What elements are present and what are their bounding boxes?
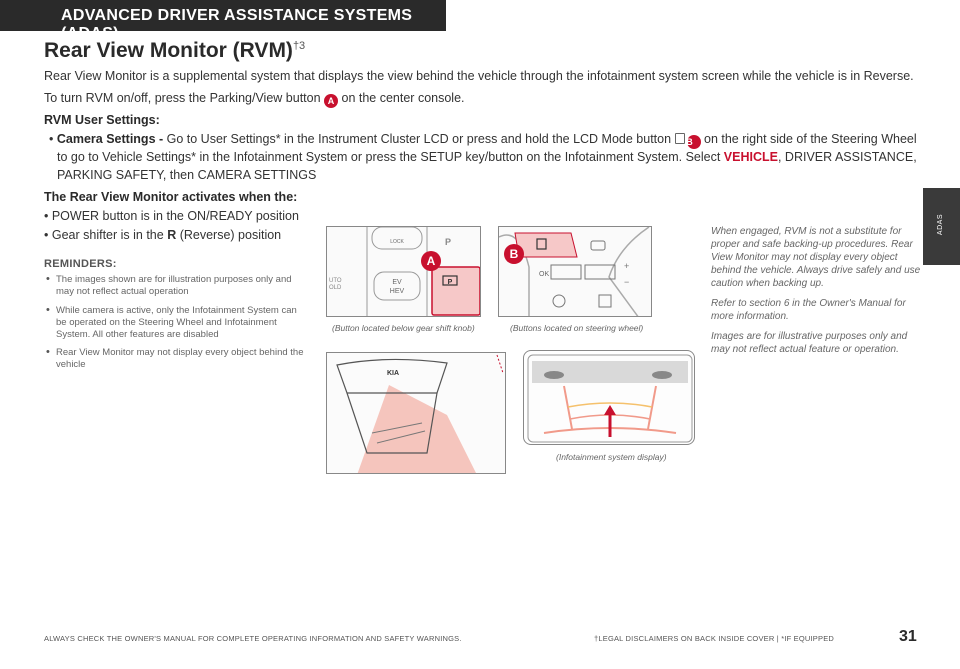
caption-gear-knob: (Button located below gear shift knob) [332,323,475,333]
reminder-item: • Rear View Monitor may not display every… [44,346,304,371]
toggle-text-before: To turn RVM on/off, press the Parking/Vi… [44,91,325,105]
reminder-text: While camera is active, only the Infotai… [56,305,297,340]
side-note-safety: When engaged, RVM is not a substitute fo… [711,226,921,289]
svg-text:P: P [445,237,451,247]
gear-r-label: R [167,228,177,242]
vehicle-highlight: VEHICLE [723,150,778,164]
lcd-mode-icon [674,133,685,144]
bullet-icon: • [46,304,50,316]
camera-settings-text-3: , DRIVER ASSISTANCE, PARKING SAFETY, the… [57,150,917,182]
toggle-text-after: on the center console. [338,91,465,105]
section-header-bar: ADVANCED DRIVER ASSISTANCE SYSTEMS (ADAS… [0,0,446,42]
bullet-icon: • [46,346,50,358]
figure-badge-b: B [504,244,524,264]
vehicle-rear-illustration: KIA [327,353,505,473]
camera-settings-text-1: Go to User Settings* in the Instrument C… [163,132,675,146]
badge-a: A [324,94,339,108]
figure-badge-a: A [421,251,441,271]
bullet-icon: • [46,273,50,285]
caption-steering: (Buttons located on steering wheel) [510,323,644,333]
camera-settings-bullet: • Camera Settings - Go to User Settings*… [44,131,924,184]
hev-label: HEV [390,288,405,295]
side-note-manual: Refer to section 6 in the Owner's Manual… [711,298,906,322]
badge-b: B [686,135,701,149]
bullet-glyph: • [49,132,54,146]
activation-item-gear: • Gear shifter is in the R (Reverse) pos… [44,228,281,242]
reminders-heading: REMINDERS: [44,258,117,270]
page-number: 31 [899,628,917,645]
steering-wheel-figure: OK + − [498,226,652,317]
lock-label: LOCK [390,239,404,245]
kia-logo-text: KIA [387,370,399,377]
svg-text:−: − [624,277,629,287]
reminder-text: Rear View Monitor may not display every … [56,347,304,370]
gear-knob-figure: LOCK EV HEV UTO OLD P P [326,226,481,317]
page-title: Rear View Monitor (RVM)†3 [44,39,305,63]
infotainment-illustration [527,354,693,443]
camera-settings-label: Camera Settings - [56,132,164,146]
reminder-item: • While camera is active, only the Infota… [44,304,304,341]
hold-label: OLD [329,285,342,291]
footer-warning: ALWAYS CHECK THE OWNER'S MANUAL FOR COMP… [44,634,462,643]
gear-text-after: (Reverse) position [176,228,282,242]
toggle-instruction: To turn RVM on/off, press the Parking/Vi… [44,90,465,108]
side-tab-adas[interactable]: ADAS [923,188,960,265]
reminder-text: The images shown are for illustration pu… [56,274,292,297]
section-title: ADVANCED DRIVER ASSISTANCE SYSTEMS (ADAS… [61,7,413,42]
activation-heading: The Rear View Monitor activates when the… [44,190,298,204]
auto-label: UTO [329,278,342,284]
page-title-text: Rear View Monitor (RVM) [44,39,293,62]
steering-illustration: OK + − [499,227,651,316]
reminder-item: • The images shown are for illustration p… [44,273,304,298]
side-tab-label: ADAS [937,214,944,236]
rvm-settings-heading: RVM User Settings: [44,113,160,127]
side-note-illustrative: Images are for illustrative purposes onl… [711,331,908,355]
ev-label: EV [392,279,402,286]
caption-infotainment: (Infotainment system display) [556,452,667,462]
footer-disclaimer: †LEGAL DISCLAIMERS ON BACK INSIDE COVER … [594,634,835,643]
infotainment-display-figure [523,350,695,445]
svg-text:P: P [448,279,453,286]
vehicle-rear-figure: KIA [326,352,506,474]
gear-text-before: • Gear shifter is in the [44,228,168,242]
ok-label: OK [539,271,549,278]
activation-item-power: • POWER button is in the ON/READY positi… [44,209,299,223]
gear-knob-illustration: LOCK EV HEV UTO OLD P P [327,227,480,316]
intro-paragraph: Rear View Monitor is a supplemental syst… [44,69,914,83]
svg-text:+: + [624,261,629,271]
title-superscript: †3 [292,40,306,52]
camera-settings-text-2: on the right side of the Steering Wheel … [57,132,917,164]
